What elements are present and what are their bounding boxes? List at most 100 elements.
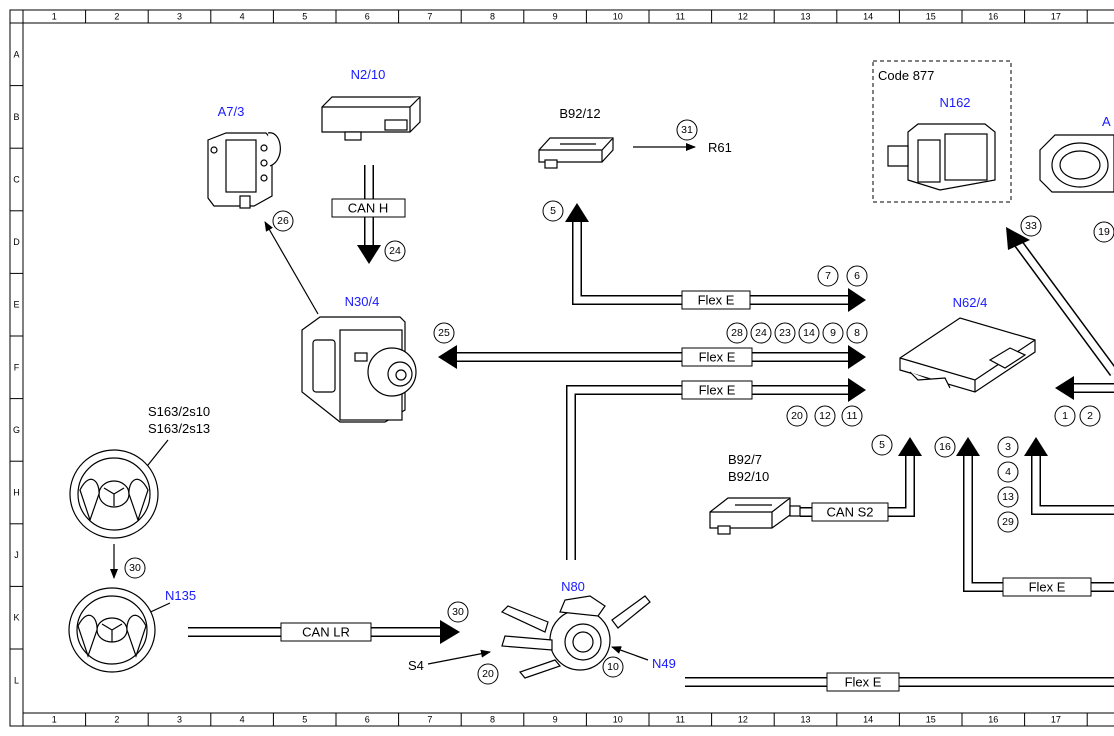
column-label: 5 [302, 715, 307, 725]
svg-text:31: 31 [681, 124, 693, 136]
label-n30-4: N30/4 [345, 294, 380, 309]
svg-text:26: 26 [277, 215, 289, 227]
svg-text:20: 20 [482, 668, 494, 680]
row-label: F [14, 362, 20, 372]
callout-25: 25 [433, 322, 455, 344]
callout-20-bottom: 20 [477, 663, 499, 685]
column-label: 6 [365, 715, 370, 725]
label-b92-12: B92/12 [559, 106, 600, 121]
callout-14: 14 [798, 322, 820, 344]
callout-10: 10 [602, 656, 624, 678]
callout-2: 2 [1079, 405, 1101, 427]
svg-text:4: 4 [1005, 466, 1011, 478]
label-b92-7: B92/7 [728, 452, 762, 467]
svg-text:30: 30 [129, 562, 141, 574]
column-label: 10 [613, 715, 623, 725]
column-label: 11 [676, 12, 685, 22]
label-s4: S4 [408, 658, 424, 673]
label-s163-2s10: S163/2s10 [148, 404, 210, 419]
column-label: 13 [800, 12, 810, 22]
column-label: 8 [490, 715, 495, 725]
column-label: 2 [114, 715, 119, 725]
svg-text:CAN H: CAN H [348, 201, 388, 216]
svg-text:5: 5 [879, 439, 885, 451]
column-label: 14 [863, 12, 873, 22]
callout-30-left: 30 [124, 557, 146, 579]
label-n2-10: N2/10 [351, 67, 386, 82]
column-label: 5 [302, 12, 307, 22]
svg-text:8: 8 [854, 327, 860, 339]
svg-text:1: 1 [1062, 410, 1068, 422]
n2-10-module [321, 96, 421, 141]
svg-text:13: 13 [1002, 491, 1014, 503]
label-n80: N80 [561, 579, 585, 594]
callout-31: 31 [676, 119, 698, 141]
row-label: L [14, 675, 19, 685]
row-label: B [13, 112, 19, 122]
callout-6: 6 [846, 265, 868, 287]
column-label: 16 [988, 715, 998, 725]
ruler-labels: 1122334455667788991010111112121313141415… [13, 12, 1061, 725]
column-label: 9 [553, 12, 558, 22]
column-label: 3 [177, 715, 182, 725]
svg-text:3: 3 [1005, 441, 1011, 453]
label-code-877: Code 877 [878, 68, 934, 83]
column-label: 12 [738, 12, 748, 22]
column-label: 7 [427, 715, 432, 725]
label-n135: N135 [165, 588, 196, 603]
drawing-frame [9, 9, 1114, 727]
callout-30-right: 30 [447, 601, 469, 623]
bus-label-flex-e-right: Flex E [1002, 577, 1092, 597]
svg-text:33: 33 [1025, 220, 1037, 232]
callout-5-mid: 5 [871, 434, 893, 456]
callout-23: 23 [774, 322, 796, 344]
svg-text:Flex E: Flex E [845, 675, 882, 690]
bus-label-flex-e-middle: Flex E [681, 347, 753, 367]
label-a7-3: A7/3 [218, 104, 245, 119]
ruler-ticks [10, 10, 1088, 726]
steering-wheel-top [69, 449, 159, 539]
n62-4-module [899, 317, 1036, 393]
row-label: G [13, 425, 20, 435]
svg-text:20: 20 [791, 410, 803, 422]
column-label: 12 [738, 715, 748, 725]
column-label: 6 [365, 12, 370, 22]
svg-text:5: 5 [550, 205, 556, 217]
row-label: D [13, 237, 20, 247]
row-label: J [14, 550, 19, 560]
column-label: 2 [114, 12, 119, 22]
bus-label-flex-e-bottom: Flex E [826, 672, 900, 692]
column-label: 1 [52, 715, 57, 725]
partial-component-right [1039, 134, 1114, 193]
bus-label-can-s2: CAN S2 [811, 502, 889, 522]
bus-label-can-lr: CAN LR [280, 622, 372, 642]
svg-text:CAN LR: CAN LR [302, 625, 350, 640]
svg-text:24: 24 [755, 327, 767, 339]
svg-text:23: 23 [779, 327, 791, 339]
bus-label-flex-e-low: Flex E [681, 380, 753, 400]
callout-20-mid: 20 [786, 405, 808, 427]
a7-3-unit [207, 132, 281, 209]
callout-28: 28 [726, 322, 748, 344]
svg-text:9: 9 [830, 327, 836, 339]
column-label: 17 [1051, 715, 1061, 725]
column-label: 11 [676, 715, 685, 725]
svg-text:6: 6 [854, 270, 860, 282]
steering-wheel-bottom [68, 587, 156, 673]
callout-5-top: 5 [542, 200, 564, 222]
drawing-inner-frame [22, 22, 1114, 714]
bus-lines [188, 165, 1114, 687]
svg-text:25: 25 [438, 327, 450, 339]
callout-33: 33 [1020, 215, 1042, 237]
row-label: C [13, 175, 20, 185]
column-label: 1 [52, 12, 57, 22]
svg-text:Flex E: Flex E [699, 383, 736, 398]
callout-1: 1 [1054, 405, 1076, 427]
svg-text:12: 12 [819, 410, 831, 422]
callout-4: 4 [997, 461, 1019, 483]
svg-text:29: 29 [1002, 516, 1014, 528]
svg-text:2: 2 [1087, 410, 1093, 422]
label-edge-a: A [1102, 114, 1111, 129]
svg-text:28: 28 [731, 327, 743, 339]
